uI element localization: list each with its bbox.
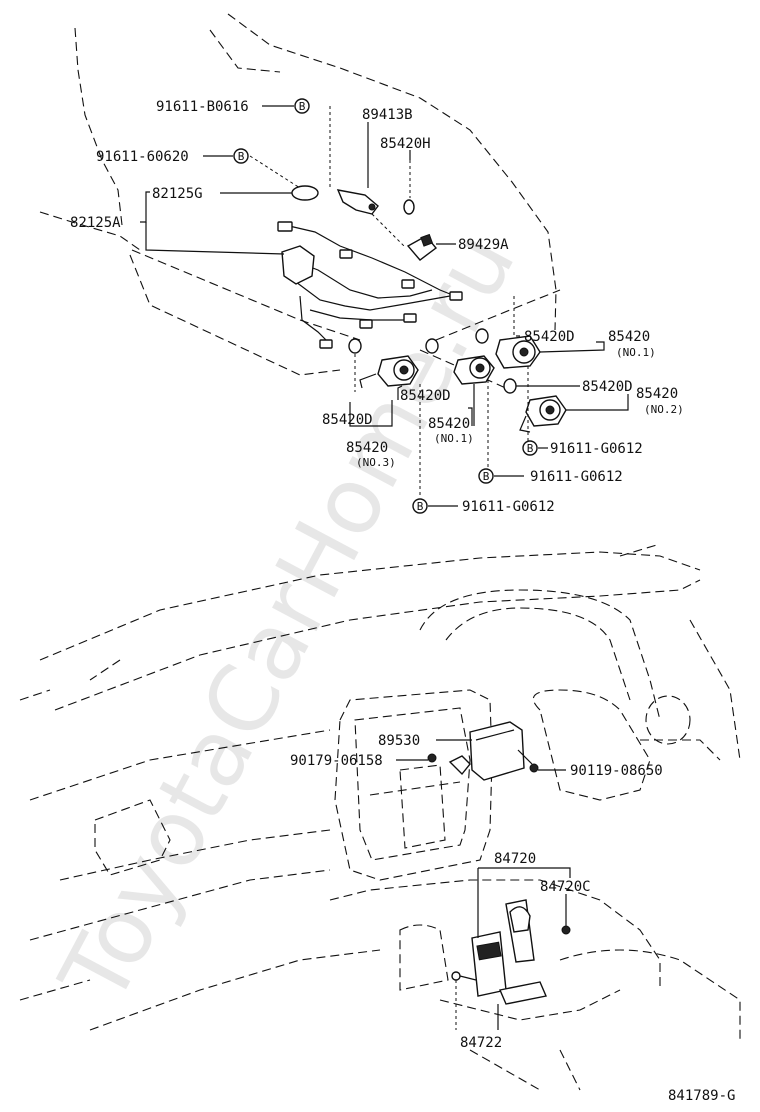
label-91611-60620: 91611-60620 bbox=[96, 149, 189, 165]
bolt-icon: B bbox=[294, 98, 310, 114]
lower-parts bbox=[427, 721, 571, 1005]
svg-text:B: B bbox=[417, 500, 424, 513]
bracket-84722 bbox=[499, 981, 547, 1005]
label-90179-06158: 90179-06158 bbox=[290, 753, 383, 769]
label-91611-g0612-a: 91611-G0612 bbox=[550, 441, 643, 457]
label-89413b: 89413B bbox=[362, 107, 413, 123]
label-85420d-d: 85420D bbox=[322, 412, 373, 428]
label-85420h: 85420H bbox=[380, 136, 431, 152]
label-84722: 84722 bbox=[460, 1035, 502, 1051]
label-90119-08650: 90119-08650 bbox=[570, 763, 663, 779]
grommet-82125g bbox=[291, 185, 319, 201]
label-85420d-b: 85420D bbox=[582, 379, 633, 395]
label-85420-no2-sub: (NO.2) bbox=[644, 403, 684, 416]
grommet-85420d-2 bbox=[425, 338, 439, 354]
sensor-85420-no1-upper bbox=[495, 335, 541, 369]
grommet-85420d-4 bbox=[503, 378, 517, 394]
upper-body-outline bbox=[39, 13, 561, 391]
label-85420-no3-sub: (NO.3) bbox=[356, 456, 396, 469]
svg-text:B: B bbox=[299, 100, 306, 113]
screw-90119-08650 bbox=[529, 763, 539, 773]
grommet-85420d-1 bbox=[348, 338, 362, 354]
lower-leaders bbox=[396, 739, 571, 1030]
bolt-icon: B bbox=[412, 498, 428, 514]
svg-text:B: B bbox=[483, 470, 490, 483]
svg-text:B: B bbox=[238, 150, 245, 163]
sensor-85420-no2 bbox=[519, 395, 567, 433]
screw-90179-06158 bbox=[427, 753, 437, 763]
drawing-number: 841789-G bbox=[668, 1088, 735, 1104]
upper-leaders bbox=[140, 105, 629, 507]
screw-84720c bbox=[561, 925, 571, 935]
bolt-symbols-upper: B B B B B bbox=[233, 98, 538, 514]
label-85420-no1-a-sub: (NO.1) bbox=[616, 346, 656, 359]
label-91611-b0616: 91611-B0616 bbox=[156, 99, 249, 115]
label-85420-no1-a: 85420 bbox=[608, 329, 650, 345]
label-85420-no2: 85420 bbox=[636, 386, 678, 402]
lower-labels: 89530 90179-06158 90119-08650 84720 8472… bbox=[290, 733, 735, 1104]
label-91611-g0612-c: 91611-G0612 bbox=[462, 499, 555, 515]
wire-harness-82125a bbox=[277, 221, 463, 349]
label-85420-no1-b-sub: (NO.1) bbox=[434, 432, 474, 445]
upper-labels: 91611-B0616 89413B 85420H 91611-60620 82… bbox=[70, 99, 684, 515]
bolt-icon: B bbox=[478, 468, 494, 484]
label-85420-no3: 85420 bbox=[346, 440, 388, 456]
label-84720c: 84720C bbox=[540, 879, 591, 895]
grommet-85420d-3 bbox=[475, 328, 489, 344]
sensor-85420-no3 bbox=[359, 355, 419, 389]
label-89530: 89530 bbox=[378, 733, 420, 749]
bolt-icon: B bbox=[233, 148, 249, 164]
label-82125a: 82125A bbox=[70, 215, 121, 231]
sensor-85420-no1-lower bbox=[453, 355, 495, 385]
label-85420d-a: 85420D bbox=[524, 329, 575, 345]
label-82125g: 82125G bbox=[152, 186, 203, 202]
label-84720: 84720 bbox=[494, 851, 536, 867]
clip-85420h bbox=[403, 199, 415, 215]
switch-84720 bbox=[451, 899, 571, 1005]
watermark: ToyotaCarHome.ru bbox=[39, 215, 536, 1022]
svg-text:B: B bbox=[527, 442, 534, 455]
label-91611-g0612-b: 91611-G0612 bbox=[530, 469, 623, 485]
label-85420d-c: 85420D bbox=[400, 388, 451, 404]
label-89429a: 89429A bbox=[458, 237, 509, 253]
dashboard-outline bbox=[19, 543, 741, 1091]
label-85420-no1-b: 85420 bbox=[428, 416, 470, 432]
ecu-89530 bbox=[427, 721, 539, 781]
bolt-icon: B bbox=[522, 440, 538, 456]
upper-parts bbox=[249, 106, 567, 498]
